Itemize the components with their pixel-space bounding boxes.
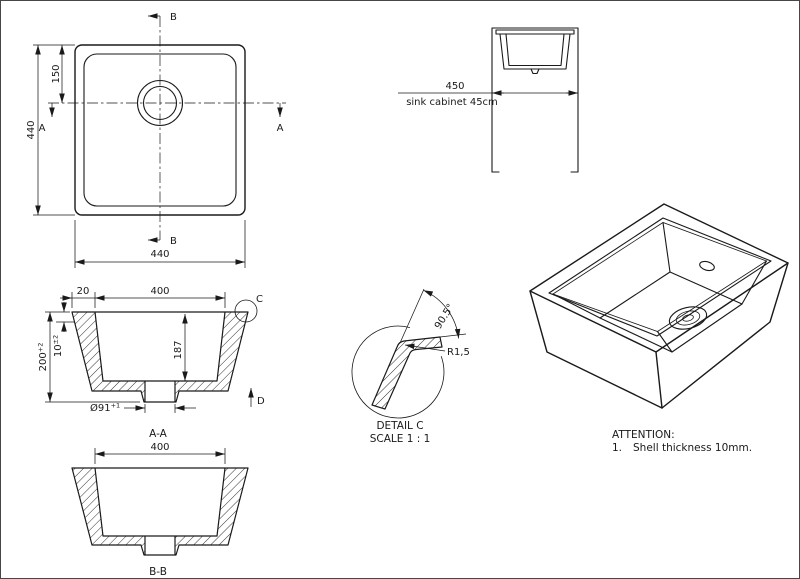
dim-150: 150 (51, 64, 62, 83)
section-bb-view: 400 B-B (71, 442, 249, 578)
radius-leader-line (404, 343, 446, 352)
iso-overflow-hole (699, 260, 715, 272)
cabinet-view: 450 sink cabinet 45cm (398, 27, 579, 173)
drain-outer-circle (136, 79, 184, 127)
detail-c-marker-label: C (256, 294, 263, 305)
direction-d-label: D (257, 396, 265, 407)
detail-c-circle-marker (234, 299, 258, 323)
dim-450: 450 (445, 81, 464, 92)
sink-bowl-opening (83, 53, 237, 207)
dim-drain-dia: Ø91+1 (90, 402, 120, 415)
iso-drain-center (682, 314, 694, 322)
notes-title: ATTENTION: (612, 429, 675, 441)
dim-400-aa: 400 (150, 286, 169, 297)
cabinet-caption: sink cabinet 45cm (406, 97, 498, 108)
section-a-label-right: A (277, 123, 284, 134)
dim-440-left: 440 (26, 120, 37, 139)
section-b-label-bottom: B (170, 236, 177, 247)
iso-bowl-floor (599, 271, 743, 353)
iso-rim-inner (548, 217, 772, 337)
dim-10: 10±2 (52, 335, 65, 357)
dim-187: 187 (173, 340, 184, 359)
iso-drain-outer (668, 306, 708, 330)
isometric-view (529, 203, 789, 409)
shell-cross-section-aa (71, 311, 249, 403)
iso-silhouette (530, 204, 788, 408)
detail-c-view: 90.5° R1,5 DETAIL C SCALE 1 : 1 (351, 288, 470, 445)
dim-radius: R1,5 (447, 347, 470, 358)
detail-boundary-circle (351, 325, 445, 419)
sink-outer-rim (74, 44, 246, 216)
notes-block: ATTENTION: 1. Shell thickness 10mm. (612, 429, 752, 454)
drain-inner-circle (142, 85, 178, 121)
iso-drain (668, 306, 708, 330)
section-aa-view: 20 400 200+2 10±2 187 Ø91+1 C D A-A (37, 286, 266, 440)
corner-cross-section (371, 336, 443, 410)
dim-20: 20 (77, 286, 90, 297)
dim-drain-tol: +1 (111, 402, 121, 410)
dim-400-bb: 400 (150, 442, 169, 453)
cabinet-outline (491, 27, 579, 173)
section-aa-title: A-A (149, 428, 168, 440)
shell-cross-section-bb (71, 467, 249, 556)
dim-440-bottom: 440 (150, 249, 169, 260)
detail-c-scale: SCALE 1 : 1 (370, 433, 431, 445)
dim-angle: 90.5° (433, 302, 457, 331)
sink-rim-section (495, 29, 575, 35)
dim-200-value: 200 (38, 352, 49, 371)
extension-lines-drain (144, 404, 176, 413)
notes-item-text: Shell thickness 10mm. (633, 442, 752, 454)
dim-drain-value: Ø91 (90, 402, 111, 414)
angle-dimension-arc (423, 289, 461, 339)
dim-10-value: 10 (53, 344, 64, 357)
iso-drain-mid (675, 310, 701, 326)
dim-200: 200+2 (37, 343, 50, 372)
plan-view: B B A A 440 150 440 (26, 12, 286, 268)
dim-10-tol: ±2 (52, 335, 60, 345)
section-b-label-top: B (170, 12, 177, 23)
section-a-label-left: A (39, 123, 46, 134)
notes-item-number: 1. (612, 442, 622, 454)
angle-reference-lines (399, 288, 467, 344)
dim-200-tol: +2 (37, 343, 45, 353)
iso-front-corner-edge (655, 351, 663, 409)
section-bb-title: B-B (149, 566, 167, 578)
iso-bowl-corner-edges (552, 221, 768, 353)
extension-lines-top-aa (71, 292, 226, 308)
sink-bowl-section (499, 33, 571, 75)
detail-c-title: DETAIL C (376, 420, 423, 432)
